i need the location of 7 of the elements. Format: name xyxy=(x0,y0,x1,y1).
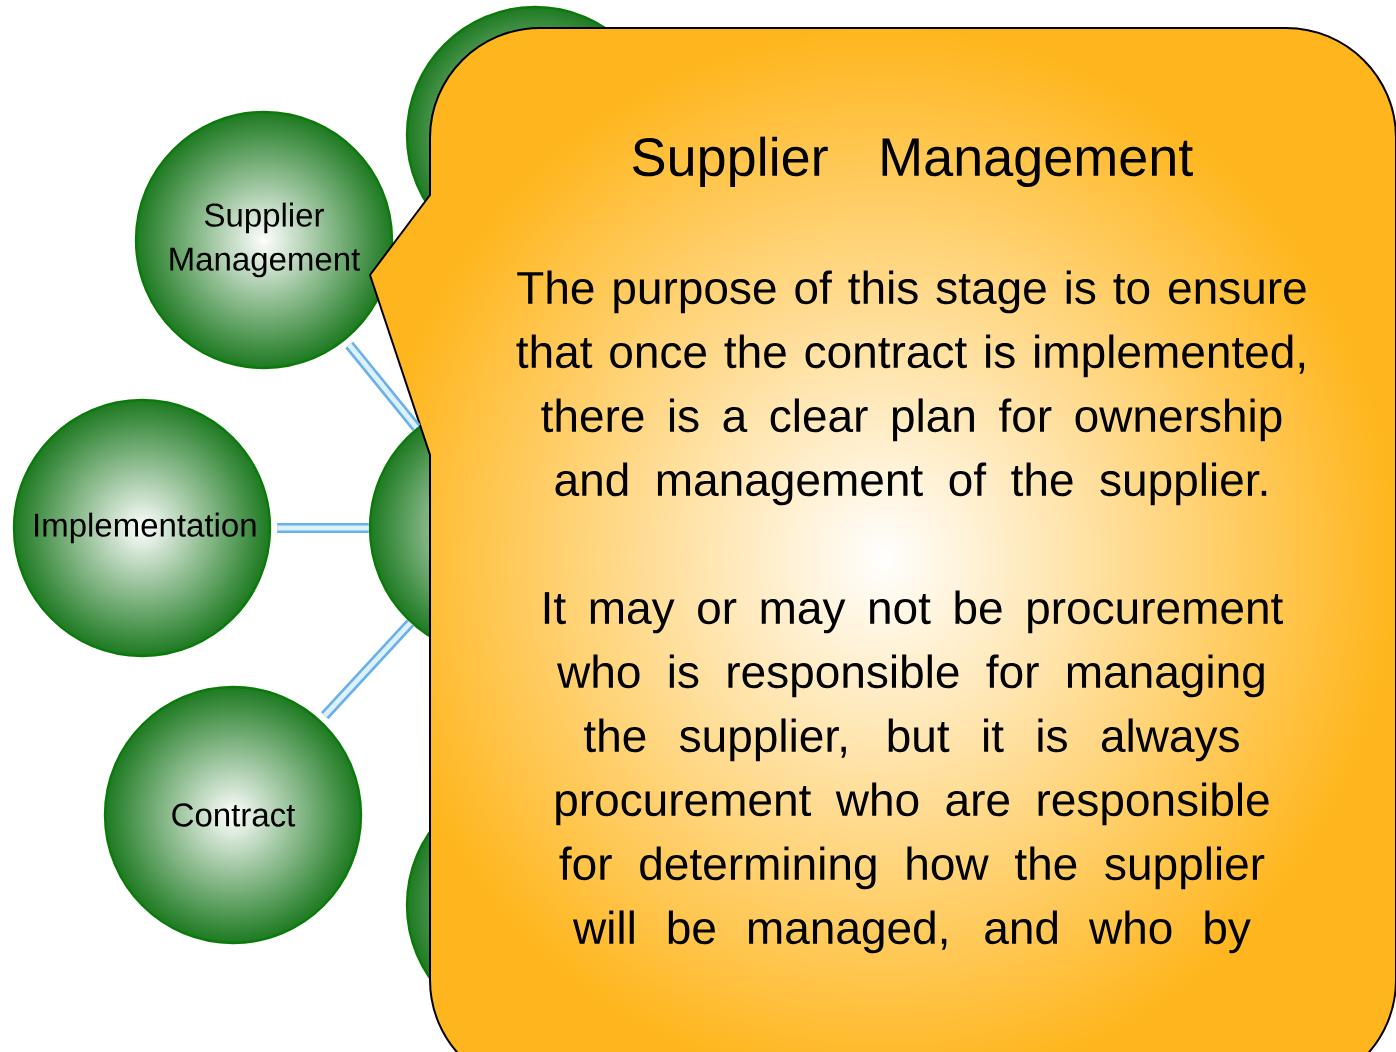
circle-node: Contract xyxy=(103,685,363,945)
circle-node: Implementation xyxy=(12,398,272,658)
circle-node: Supplier Management xyxy=(134,110,394,370)
connector xyxy=(320,619,415,720)
speech-bubble-tooltip: Supplier Management The purpose of this stage is to ensure that once the contract is implemented, there is a clear plan for ownership and management of the supplier. It may or may not be procurement who is responsible for managing the supplier, but it is always procurement who are responsible for determining how the supplier will be managed, and who by xyxy=(369,27,1396,1052)
connector xyxy=(277,522,369,534)
connector xyxy=(345,341,421,431)
